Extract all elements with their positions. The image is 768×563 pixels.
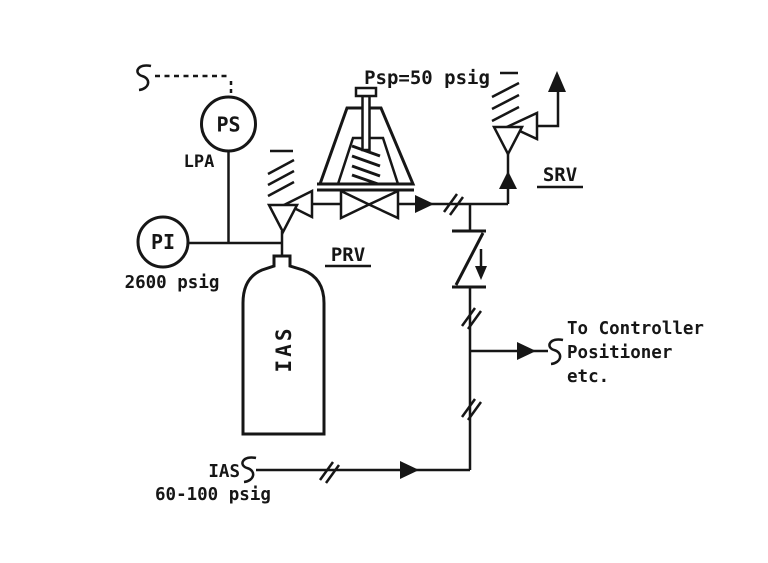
prv-label: PRV bbox=[331, 244, 365, 266]
cylinder-label: IAS bbox=[272, 326, 296, 373]
pressure-switch-tag: PS bbox=[216, 113, 240, 137]
destination-label-line2: Positioner bbox=[567, 343, 672, 363]
gas-cylinder: IAS bbox=[241, 254, 326, 436]
srv-label: SRV bbox=[543, 164, 577, 186]
signal-break-squiggle-icon bbox=[136, 64, 153, 92]
prv-spring-icon bbox=[267, 158, 295, 198]
regulator-body-left-triangle bbox=[339, 189, 372, 220]
setpoint-label: Psp=50 psig bbox=[364, 67, 490, 89]
ias-supply-line: IAS 60-100 psig bbox=[155, 456, 470, 505]
regulator-adjusting-screw bbox=[361, 94, 371, 152]
prv-body-down-triangle bbox=[266, 203, 300, 235]
supply-break-squiggle-icon bbox=[241, 456, 258, 484]
destination-label-line3: etc. bbox=[567, 367, 609, 387]
supply-pressure-label: 60-100 psig bbox=[155, 485, 271, 505]
line-break-supply-icon bbox=[318, 460, 341, 485]
z-fitting-diagonal bbox=[454, 232, 485, 286]
line-break-drop-lower-icon bbox=[460, 397, 483, 422]
srv-spring-icon bbox=[491, 81, 520, 123]
cylinder-outline bbox=[241, 254, 326, 436]
signal-line-dashed bbox=[136, 64, 233, 96]
cylinder-pressure-label: 2600 psig bbox=[125, 273, 220, 293]
flow-arrow-supply-icon bbox=[400, 461, 419, 479]
pressure-indicator-tag: PI bbox=[151, 230, 175, 254]
srv-body-down-triangle bbox=[491, 125, 525, 157]
vent-arrow-up-icon bbox=[548, 71, 566, 92]
regulator-body-right-triangle bbox=[366, 189, 400, 220]
srv-vent-line bbox=[537, 92, 560, 128]
pressure-switch: PS bbox=[200, 95, 257, 153]
lpa-label: LPA bbox=[184, 152, 215, 172]
destination-label-line1: To Controller bbox=[567, 319, 704, 339]
flow-arrow-destination-icon bbox=[517, 342, 536, 360]
pressure-regulator bbox=[317, 86, 416, 220]
destination-break-squiggle-icon bbox=[548, 338, 565, 366]
supply-label: IAS bbox=[208, 462, 240, 482]
srv-valve bbox=[491, 71, 566, 204]
prv-valve bbox=[266, 149, 314, 235]
z-fitting bbox=[452, 229, 487, 289]
flow-arrow-srv-inlet-icon bbox=[499, 171, 517, 189]
regulator-screw-cap bbox=[354, 86, 378, 98]
flow-arrow-down-icon bbox=[475, 266, 487, 280]
line-break-drop-upper-icon bbox=[460, 306, 483, 331]
destination-branch: To Controller Positioner etc. bbox=[470, 319, 704, 387]
pressure-indicator: PI bbox=[136, 215, 190, 269]
flow-arrow-main-icon bbox=[415, 195, 434, 213]
